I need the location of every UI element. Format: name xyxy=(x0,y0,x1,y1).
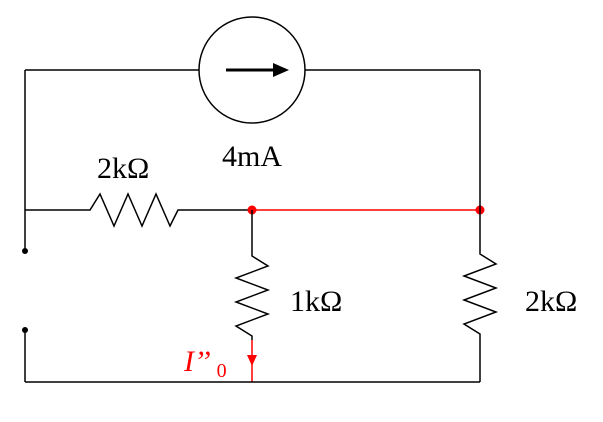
current-label: I’’ 0 xyxy=(183,345,227,382)
current-symbol: I’’ xyxy=(183,345,211,378)
r-series-label: 2kΩ xyxy=(97,152,149,185)
arrow-right-icon xyxy=(226,63,289,77)
resistor-mid xyxy=(233,250,271,340)
arrow-down-icon xyxy=(247,355,257,366)
current-subscript: 0 xyxy=(217,360,227,382)
terminal-top xyxy=(22,248,28,254)
resistor-right xyxy=(461,248,499,340)
resistor-series xyxy=(80,192,182,228)
r-mid-label: 1kΩ xyxy=(290,285,342,318)
source-label: 4mA xyxy=(222,140,282,173)
r-right-label: 2kΩ xyxy=(525,285,577,318)
current-source xyxy=(198,16,306,124)
